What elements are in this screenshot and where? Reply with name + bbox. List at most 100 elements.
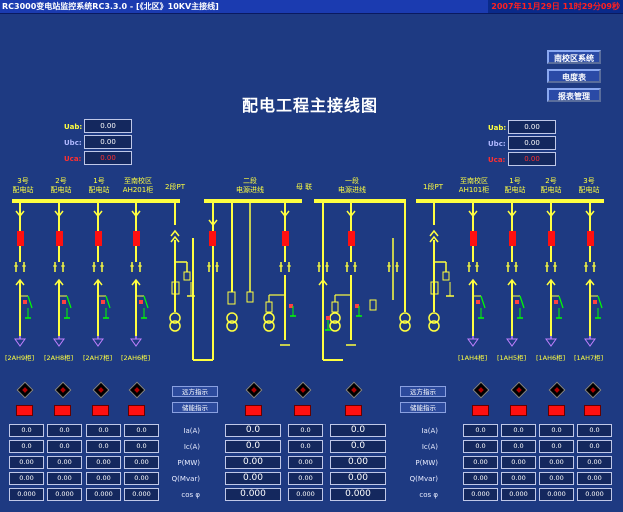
measure-label: cos φ (419, 491, 438, 499)
measure-value: 0.000 (86, 488, 121, 501)
arrow-up-icon (429, 229, 439, 237)
measure-value: 0.000 (288, 488, 323, 501)
transformer-coil-icon (329, 320, 341, 332)
transformer-coil-icon (226, 320, 238, 332)
voltage-label: Ubc: (488, 140, 506, 148)
breaker-state-indicator[interactable] (54, 405, 71, 416)
arrow-down-icon (15, 210, 25, 218)
breaker-icon (282, 231, 289, 246)
measure-value: 0.000 (539, 488, 574, 501)
window-titlebar: RC3000变电站监控系统RC3.3.0 - [《北区》10KV主接线] 200… (0, 0, 623, 14)
fuse-icon (246, 291, 254, 303)
measure-label: P(MW) (177, 459, 200, 467)
measure-value: 0.00 (47, 456, 82, 469)
breaker-state-indicator[interactable] (584, 405, 601, 416)
measure-value: 0.000 (501, 488, 536, 501)
arrow-down-icon (208, 219, 218, 227)
nav-energy-meter-button[interactable]: 电度表 (547, 69, 601, 83)
measure-value: 0.000 (577, 488, 612, 501)
measure-value: 0.0 (463, 440, 498, 453)
arrow-down-icon (93, 210, 103, 218)
feeder-label: 3号配电站 (12, 177, 34, 194)
breaker-state-indicator[interactable] (472, 405, 489, 416)
cable-head-icon (130, 338, 142, 347)
contact-icon (326, 316, 330, 320)
breaker-state-indicator[interactable] (245, 405, 262, 416)
transformer-coil-icon (169, 320, 181, 332)
voltage-ubc-value: 0.00 (508, 136, 556, 150)
measure-value: 0.000 (330, 488, 386, 501)
measure-value: 0.0 (539, 440, 574, 453)
measure-value: 0.0 (501, 440, 536, 453)
transformer-coil-icon (263, 312, 275, 324)
breaker-icon (209, 231, 216, 246)
arrow-down-icon (585, 210, 595, 218)
measure-value: 0.00 (124, 472, 159, 485)
voltage-ubc-value: 0.00 (84, 135, 132, 149)
arrow-down-icon (346, 210, 356, 218)
breaker-state-indicator[interactable] (92, 405, 109, 416)
contact-icon (23, 300, 27, 304)
breaker-state-indicator[interactable] (128, 405, 145, 416)
measure-value: 0.00 (47, 472, 82, 485)
measure-value: 0.00 (9, 456, 44, 469)
measure-value: 0.0 (225, 440, 281, 453)
cable-head-icon (584, 338, 596, 347)
measure-value: 0.000 (47, 488, 82, 501)
transformer-coil-icon (226, 312, 238, 324)
cabinet-label: [2AH7柜] (83, 354, 113, 362)
measure-value: 0.000 (463, 488, 498, 501)
measure-value: 0.00 (463, 456, 498, 469)
breaker-icon (509, 231, 516, 246)
arrow-down-icon (131, 210, 141, 218)
arrow-up-icon (429, 235, 439, 243)
energy-storage-indicator-button[interactable]: 储能指示 (172, 402, 218, 413)
remote-indicator-button[interactable]: 远方指示 (172, 386, 218, 397)
breaker-state-indicator[interactable] (510, 405, 527, 416)
remote-indicator-button[interactable]: 远方指示 (400, 386, 446, 397)
measure-value: 0.00 (86, 456, 121, 469)
cable-head-icon (92, 338, 104, 347)
transformer-coil-icon (263, 320, 275, 332)
arrow-down-icon (507, 210, 517, 218)
breaker-state-indicator[interactable] (294, 405, 311, 416)
cable-head-icon (467, 338, 479, 347)
measure-label: Q(Mvar) (171, 475, 200, 483)
energy-storage-indicator-button[interactable]: 储能指示 (400, 402, 446, 413)
voltage-label: Uab: (64, 123, 83, 131)
arrow-down-icon (54, 210, 64, 218)
breaker-state-indicator[interactable] (548, 405, 565, 416)
nav-report-button[interactable]: 报表管理 (547, 88, 601, 102)
measure-value: 0.00 (86, 472, 121, 485)
breaker-state-indicator[interactable] (345, 405, 362, 416)
feeder-label: 2号配电站 (50, 177, 72, 194)
cabinet-label: [1AH7柜] (574, 354, 604, 362)
pt-label: 1段PT (423, 183, 443, 191)
transformer-coil-icon (169, 312, 181, 324)
measure-value: 0.00 (225, 472, 281, 485)
measure-value: 0.0 (539, 424, 574, 437)
contact-icon (515, 300, 519, 304)
pt-label: 2段PT (165, 183, 185, 191)
cabinet-label: [2AH6柜] (121, 354, 151, 362)
voltage-label: Uca: (488, 156, 506, 164)
earth-switch-icon (519, 295, 525, 309)
breaker-state-indicator[interactable] (16, 405, 33, 416)
cabinet-label: [1AH5柜] (497, 354, 527, 362)
transformer-coil-icon (399, 320, 411, 332)
measure-value: 0.00 (288, 456, 323, 469)
measure-value: 0.00 (288, 472, 323, 485)
contact-icon (139, 300, 143, 304)
feeder-label: 1号配电站 (88, 177, 110, 194)
fuse-icon (183, 271, 191, 281)
measure-value: 0.0 (330, 424, 386, 437)
cabinet-label: [2AH8柜] (44, 354, 74, 362)
cable-head-icon (53, 338, 65, 347)
earth-switch-icon (143, 295, 149, 309)
measure-label: Ic(A) (183, 443, 200, 451)
arrow-up-icon (170, 235, 180, 243)
measure-value: 0.000 (9, 488, 44, 501)
nav-south-campus-button[interactable]: 南校区系统 (547, 50, 601, 64)
